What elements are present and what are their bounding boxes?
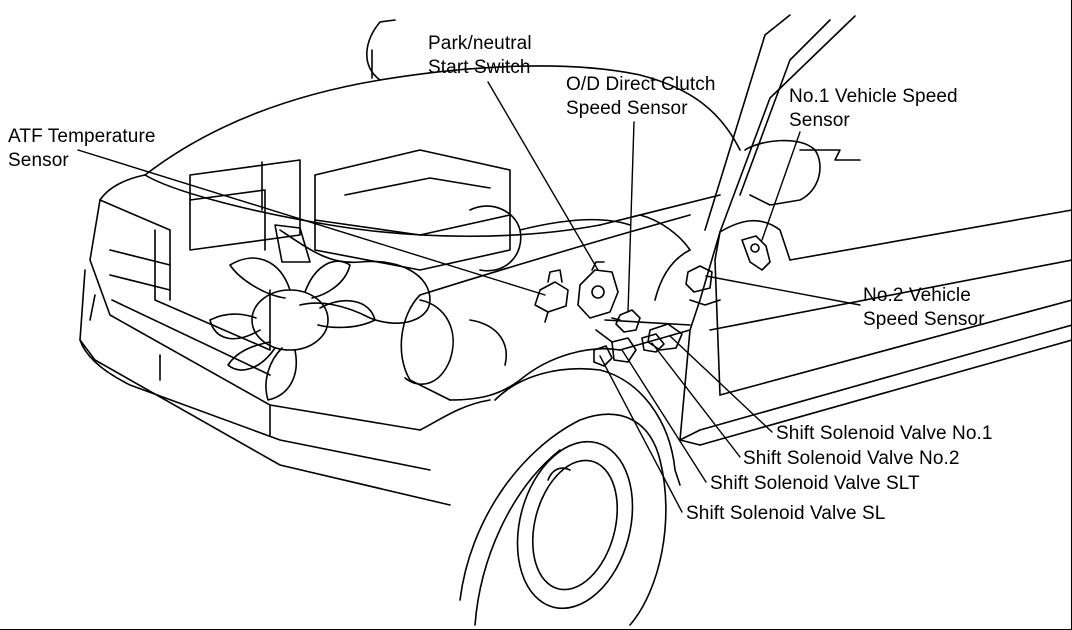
leader-slt — [621, 349, 707, 483]
component-vss2 — [685, 265, 713, 293]
component-od-speed-sensor — [611, 309, 641, 333]
front-wheel — [459, 413, 667, 626]
component-solenoid-no1 — [647, 323, 683, 351]
leader-atf-temp — [77, 149, 546, 296]
component-solenoid-slt — [595, 329, 637, 363]
leader-vss1 — [761, 131, 801, 241]
label-shift-solenoid-valve-no1: Shift Solenoid Valve No.1 — [776, 423, 993, 444]
component-solenoid-no2 — [641, 333, 665, 353]
label-no2-vehicle-speed-sensor: No.2 Vehicle Speed Sensor — [863, 285, 985, 330]
label-park-neutral-start-switch: Park/neutral Start Switch — [428, 33, 532, 78]
label-shift-solenoid-valve-sl: Shift Solenoid Valve SL — [686, 503, 886, 524]
component-atf-temp-sensor — [534, 269, 569, 323]
leader-vss2 — [705, 275, 861, 306]
leader-sol2 — [651, 342, 741, 458]
leader-lines — [77, 81, 861, 513]
body-side — [604, 209, 1072, 446]
label-atf-temperature-sensor: ATF Temperature Sensor — [8, 126, 156, 171]
leader-sl — [599, 355, 683, 513]
leader-park-neutral — [487, 81, 599, 271]
label-od-direct-clutch-speed-sensor: O/D Direct Clutch Speed Sensor — [566, 74, 716, 119]
hood-outline — [144, 19, 741, 296]
leader-sol1 — [669, 335, 773, 433]
leader-od-clutch — [627, 121, 635, 313]
component-vss1 — [741, 235, 771, 271]
fender — [400, 294, 681, 486]
component-solenoid-sl — [593, 345, 613, 367]
radiator-fan — [209, 257, 376, 401]
label-no1-vehicle-speed-sensor: No.1 Vehicle Speed Sensor — [789, 86, 958, 131]
label-shift-solenoid-valve-slt: Shift Solenoid Valve SLT — [710, 473, 920, 494]
engine-bay — [189, 149, 631, 324]
label-shift-solenoid-valve-no2: Shift Solenoid Valve No.2 — [743, 448, 960, 469]
windshield-pillar — [704, 14, 861, 233]
